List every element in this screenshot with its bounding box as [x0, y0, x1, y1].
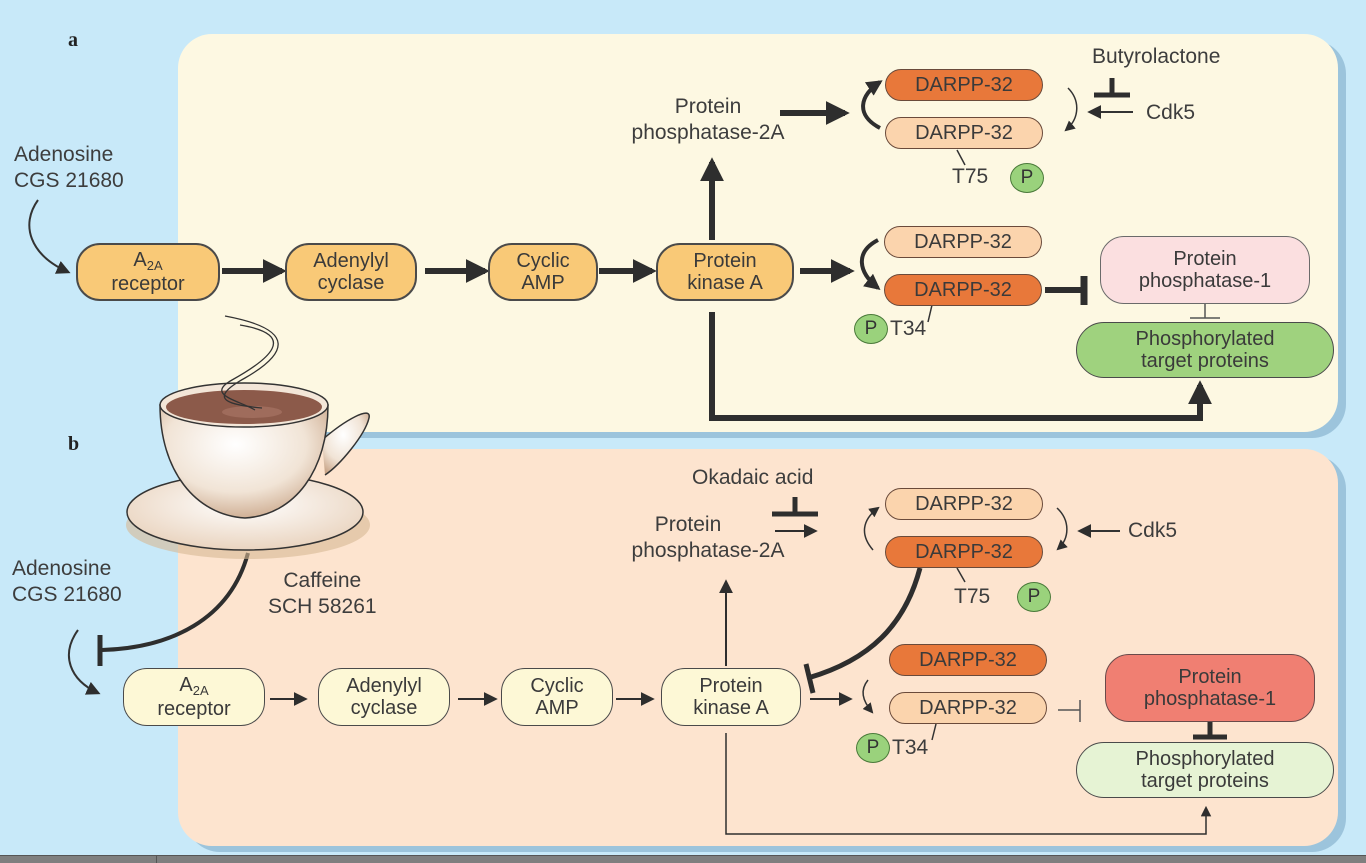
a2a-sub: 2A [146, 258, 163, 273]
b-t34-label: T34 [892, 736, 929, 759]
a-darpp-top-dephospho: DARPP-32 [885, 117, 1043, 149]
b-input-label-line1: Adenosine [12, 557, 112, 580]
b-targets-line1: Phosphorylated [1135, 748, 1275, 770]
adenylyl-line2: cyclase [317, 272, 385, 294]
a-input-arrow [28, 199, 71, 274]
b-antagonist-line1: Caffeine [283, 569, 362, 592]
a-darpp-bottom-dephospho: DARPP-32 [884, 226, 1042, 258]
b-input-label-line2: CGS 21680 [12, 583, 122, 606]
a-pp2a-line1: Protein [674, 95, 742, 118]
b-camp-line1: Cyclic [530, 675, 584, 697]
b-phospho-t75: P [1017, 582, 1051, 612]
a-node-a2a-receptor: A2A receptor [76, 243, 220, 301]
b-darpp-pka-inhibit-line [807, 567, 923, 681]
b-input-label: Adenosine CGS 21680 [12, 556, 122, 608]
bottom-bar [0, 855, 1366, 863]
b-adenylyl-line2: cyclase [350, 697, 418, 719]
a-node-pp1: Protein phosphatase-1 [1100, 236, 1310, 304]
a-phospho-t34: P [854, 314, 888, 344]
a-input-label-line1: Adenosine [14, 143, 114, 166]
camp-line1: Cyclic [516, 250, 570, 272]
a-pp1-line2: phosphatase-1 [1138, 270, 1272, 292]
bottom-bar-segment [0, 856, 157, 863]
b-a2a-title: A2A [179, 674, 208, 698]
b-t75-link [956, 567, 966, 583]
a-pp1-line1: Protein [1173, 248, 1237, 270]
b-phospho-t34: P [856, 733, 890, 763]
a-node-protein-kinase-a: Protein kinase A [656, 243, 794, 301]
b-darpp-pka-inhibit-bar [803, 663, 816, 694]
b-node-targets: Phosphorylated target proteins [1076, 742, 1334, 798]
b-input-arrow [68, 629, 101, 695]
panel-a-label: a [68, 29, 78, 51]
coffee-cup-icon [126, 315, 370, 559]
b-darpp-bottom-phospho: DARPP-32 [889, 644, 1047, 676]
a-node-targets: Phosphorylated target proteins [1076, 322, 1334, 378]
b-targets-line2: target proteins [1141, 770, 1269, 792]
b-darpp-top-dephospho: DARPP-32 [885, 488, 1043, 520]
b-pp2a-line1: Protein [654, 513, 722, 536]
pka-line1: Protein [693, 250, 757, 272]
a-targets-line2: target proteins [1141, 350, 1269, 372]
b-t34-link [931, 723, 937, 741]
b-pka-line2: kinase A [693, 697, 769, 719]
b-pp1-line1: Protein [1178, 666, 1242, 688]
b-a2a-line2: receptor [157, 698, 231, 720]
b-camp-line2: AMP [535, 697, 579, 719]
b-a2a-main: A [179, 674, 193, 696]
b-darpp-bottom-dephospho: DARPP-32 [889, 692, 1047, 724]
a-cdk5-label: Cdk5 [1146, 101, 1196, 124]
b-okadaic-label: Okadaic acid [692, 466, 814, 489]
b-darpp-top-cycle [863, 506, 880, 551]
a2a-main: A [133, 249, 147, 271]
b-t75-label: T75 [954, 585, 991, 608]
a-pka-targets-line [709, 312, 1212, 421]
a-t34-link [927, 304, 933, 323]
b-a2a-sub: 2A [192, 683, 209, 698]
a-butyrolactone-label: Butyrolactone [1092, 45, 1221, 68]
a-t75-label: T75 [952, 165, 989, 188]
a2a-line2: receptor [111, 273, 185, 295]
adenylyl-line1: Adenylyl [313, 250, 389, 272]
a-input-label-line2: CGS 21680 [14, 169, 124, 192]
a-darpp-bottom-phospho: DARPP-32 [884, 274, 1042, 306]
b-node-protein-kinase-a: Protein kinase A [661, 668, 801, 726]
a-pp2a-line2: phosphatase-2A [631, 121, 785, 144]
b-pp2a-label: Protein phosphatase-2A [598, 512, 818, 564]
b-node-pp1: Protein phosphatase-1 [1105, 654, 1315, 722]
b-darpp-cdk5-cycle [1056, 507, 1068, 551]
camp-line2: AMP [521, 272, 565, 294]
a-darpp-bottom-cycle [859, 238, 881, 291]
a-pp2a-label: Protein phosphatase-2A [598, 94, 818, 146]
panel-b-label: b [68, 433, 80, 455]
b-antagonist-label: Caffeine SCH 58261 [268, 568, 377, 620]
b-node-adenylyl-cyclase: Adenylyl cyclase [318, 668, 450, 726]
b-node-cyclic-amp: Cyclic AMP [501, 668, 613, 726]
b-pka-targets-line [725, 733, 1212, 835]
a-targets-line1: Phosphorylated [1135, 328, 1275, 350]
a-node-adenylyl-cyclase: Adenylyl cyclase [285, 243, 417, 301]
b-darpp-top-phospho: DARPP-32 [885, 536, 1043, 568]
a-darpp-top-cycle [861, 80, 883, 130]
a-t34-label: T34 [890, 317, 927, 340]
b-antagonist-line2: SCH 58261 [268, 595, 377, 618]
pka-line2: kinase A [687, 272, 763, 294]
b-darpp-bottom-cycle [862, 679, 874, 714]
a-t75-link [956, 149, 966, 166]
b-cdk5-label: Cdk5 [1128, 519, 1178, 542]
a-darpp-top-phospho: DARPP-32 [885, 69, 1043, 101]
b-pp2a-line2: phosphatase-2A [631, 539, 785, 562]
a-darpp-cdk5-cycle [1064, 87, 1078, 132]
b-pka-line1: Protein [699, 675, 763, 697]
b-adenylyl-line1: Adenylyl [346, 675, 422, 697]
b-node-a2a-receptor: A2A receptor [123, 668, 265, 726]
a-input-label: Adenosine CGS 21680 [14, 142, 124, 194]
a-node-cyclic-amp: Cyclic AMP [488, 243, 598, 301]
a2a-title: A2A [133, 249, 162, 273]
b-caffeine-inhibit-line [101, 552, 250, 652]
b-pp1-line2: phosphatase-1 [1143, 688, 1277, 710]
a-phospho-t75: P [1010, 163, 1044, 193]
